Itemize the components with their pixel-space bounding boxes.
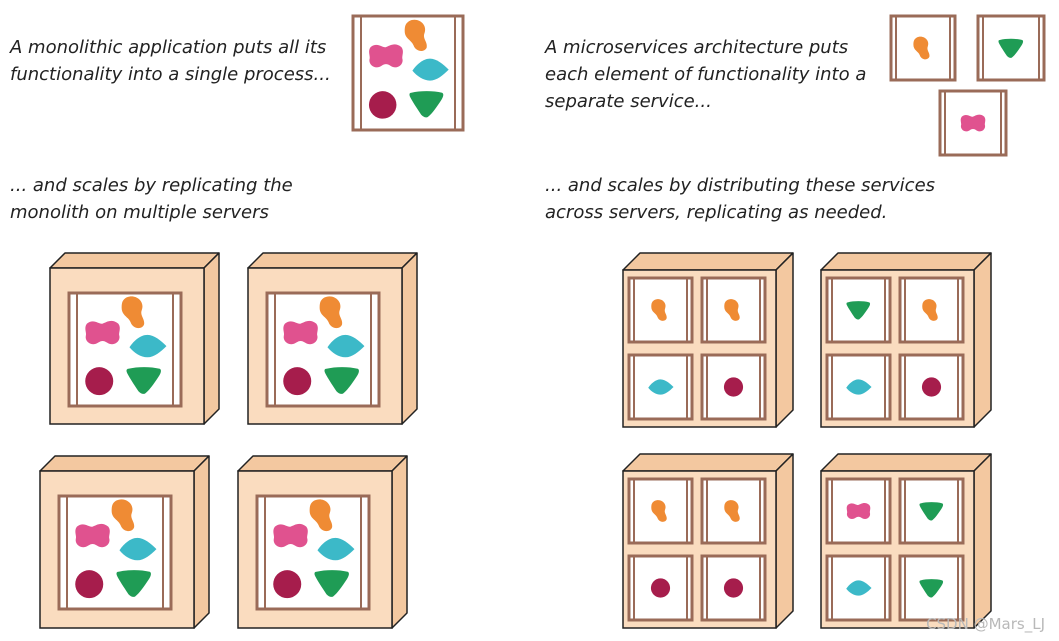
- service-process: [700, 554, 767, 622]
- service-process: [700, 276, 767, 344]
- green-triangle-icon: [324, 367, 359, 394]
- pink-blob-icon: [846, 502, 871, 520]
- service-process: [825, 276, 892, 344]
- green-triangle-icon: [998, 38, 1024, 58]
- monolith-server: [247, 252, 418, 425]
- service-process: [627, 477, 694, 545]
- monolith-process: [351, 14, 465, 132]
- orange-blob-icon: [121, 296, 145, 329]
- service-process: [700, 477, 767, 545]
- orange-blob-icon: [111, 499, 135, 532]
- service-process: [627, 554, 694, 622]
- monolith-caption-line-2: functionality into a single process...: [10, 64, 331, 85]
- microservice-server: [622, 252, 794, 428]
- green-triangle-icon: [919, 579, 944, 598]
- maroon-circle-icon: [368, 91, 397, 119]
- orange-blob-icon: [724, 500, 740, 522]
- pink-blob-icon: [273, 523, 308, 548]
- green-triangle-icon: [919, 502, 944, 521]
- service-process: [627, 353, 694, 421]
- microservices-caption-line-3: separate service...: [545, 91, 712, 112]
- microservice-server: [820, 252, 992, 428]
- maroon-circle-icon: [85, 367, 114, 396]
- maroon-circle-icon: [921, 377, 942, 397]
- monolith-server: [49, 252, 220, 425]
- service-process: [627, 276, 694, 344]
- orange-blob-icon: [404, 19, 427, 52]
- monolith-scaling-line-1: ... and scales by replicating the: [10, 175, 293, 196]
- teal-diamond-icon: [846, 580, 872, 596]
- orange-blob-icon: [724, 299, 740, 321]
- maroon-circle-icon: [723, 578, 744, 598]
- service-process: [976, 14, 1046, 82]
- microservices-scaling-caption: ... and scales by distributing these ser…: [545, 172, 945, 226]
- maroon-circle-icon: [723, 377, 744, 397]
- orange-blob-icon: [913, 36, 930, 60]
- microservices-caption-line-1: A microservices architecture puts: [545, 37, 849, 58]
- green-triangle-icon: [314, 570, 349, 597]
- teal-diamond-icon: [317, 537, 355, 561]
- monolith-scaling-caption: ... and scales by replicating the monoli…: [10, 172, 340, 226]
- service-process: [825, 353, 892, 421]
- maroon-circle-icon: [283, 367, 312, 396]
- monolith-caption: A monolithic application puts all its fu…: [10, 34, 340, 88]
- green-triangle-icon: [126, 367, 161, 394]
- service-process: [898, 276, 965, 344]
- service-process: [898, 353, 965, 421]
- service-process: [898, 477, 965, 545]
- teal-diamond-icon: [327, 334, 365, 358]
- teal-diamond-icon: [846, 379, 872, 395]
- pink-blob-icon: [75, 523, 110, 548]
- orange-blob-icon: [309, 499, 333, 532]
- teal-diamond-icon: [119, 537, 157, 561]
- monolith-server: [39, 455, 210, 629]
- pink-blob-icon: [85, 320, 120, 345]
- pink-blob-icon: [369, 44, 403, 68]
- teal-diamond-icon: [129, 334, 167, 358]
- service-process: [938, 89, 1008, 157]
- monolith-caption-line-1: A monolithic application puts all its: [10, 37, 327, 58]
- monolith-server: [237, 455, 408, 629]
- microservices-caption: A microservices architecture puts each e…: [545, 34, 875, 115]
- microservices-caption-line-2: each element of functionality into a: [545, 64, 867, 85]
- service-process: [898, 554, 965, 622]
- maroon-circle-icon: [273, 570, 302, 599]
- green-triangle-icon: [846, 301, 871, 320]
- maroon-circle-icon: [650, 578, 671, 598]
- orange-blob-icon: [319, 296, 343, 329]
- service-process: [825, 477, 892, 545]
- microservice-server: [820, 453, 992, 629]
- teal-diamond-icon: [648, 379, 674, 395]
- monolith-scaling-line-2: monolith on multiple servers: [10, 202, 269, 223]
- pink-blob-icon: [283, 320, 318, 345]
- pink-blob-icon: [960, 114, 986, 132]
- green-triangle-icon: [409, 91, 444, 118]
- service-process: [889, 14, 957, 82]
- orange-blob-icon: [922, 299, 938, 321]
- orange-blob-icon: [651, 500, 667, 522]
- microservices-scaling-line-2: across servers, replicating as needed.: [545, 202, 888, 223]
- microservices-scaling-line-1: ... and scales by distributing these ser…: [545, 175, 936, 196]
- orange-blob-icon: [651, 299, 667, 321]
- service-process: [825, 554, 892, 622]
- green-triangle-icon: [116, 570, 151, 597]
- watermark: CSDN @Mars_LJ: [926, 615, 1045, 633]
- microservice-server: [622, 453, 794, 629]
- maroon-circle-icon: [75, 570, 104, 599]
- service-process: [700, 353, 767, 421]
- teal-diamond-icon: [412, 58, 449, 81]
